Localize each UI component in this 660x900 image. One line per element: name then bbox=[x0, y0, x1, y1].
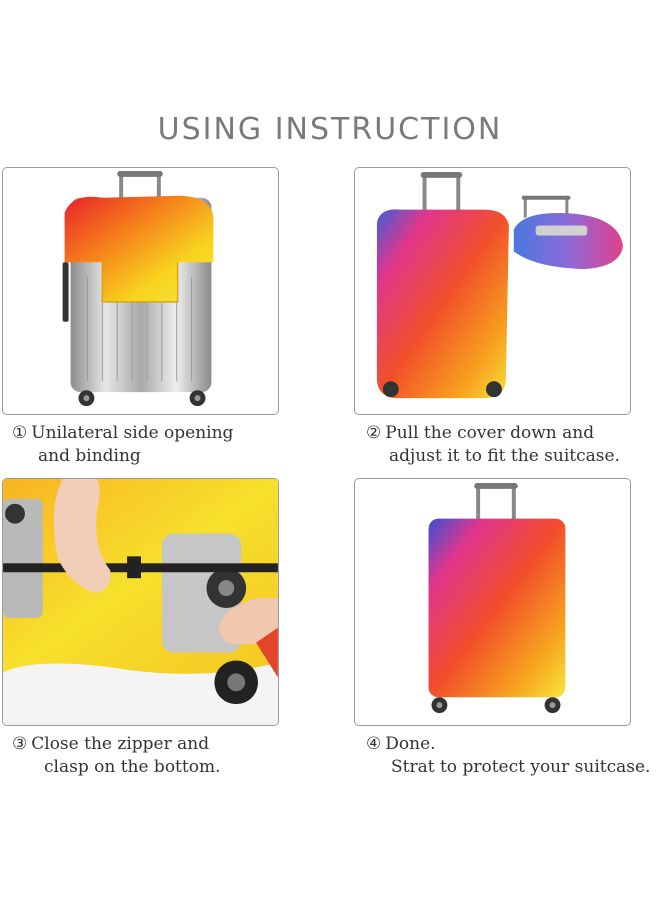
step-4-line2: Strat to protect your suitcase. bbox=[391, 757, 651, 777]
step-4-image bbox=[354, 478, 631, 726]
hands-closing-zipper-icon bbox=[3, 479, 278, 725]
step-3-line2: clasp on the bottom. bbox=[44, 757, 221, 777]
suitcase-cover-pulled-icon bbox=[376, 171, 623, 399]
step-1-line2: and binding bbox=[38, 446, 141, 466]
step-4-line1: Done. bbox=[385, 734, 436, 754]
step-1-number: ① bbox=[12, 423, 28, 443]
suitcase-half-covered-icon bbox=[62, 170, 214, 407]
step-3-image bbox=[2, 478, 279, 726]
step-3-line1: Close the zipper and bbox=[31, 734, 210, 754]
page-title: USING INSTRUCTION bbox=[157, 112, 503, 147]
suitcase-fully-covered-icon bbox=[428, 482, 566, 714]
step-2-line2: adjust it to fit the suitcase. bbox=[389, 446, 620, 466]
step-1-image bbox=[2, 167, 279, 415]
step-2-number: ② bbox=[366, 423, 382, 443]
step-2-line1: Pull the cover down and bbox=[385, 423, 595, 443]
step-4-number: ④ bbox=[366, 734, 382, 754]
step-3-number: ③ bbox=[12, 734, 28, 754]
step-2-image bbox=[354, 167, 631, 415]
step-1-line1: Unilateral side opening bbox=[31, 423, 234, 443]
